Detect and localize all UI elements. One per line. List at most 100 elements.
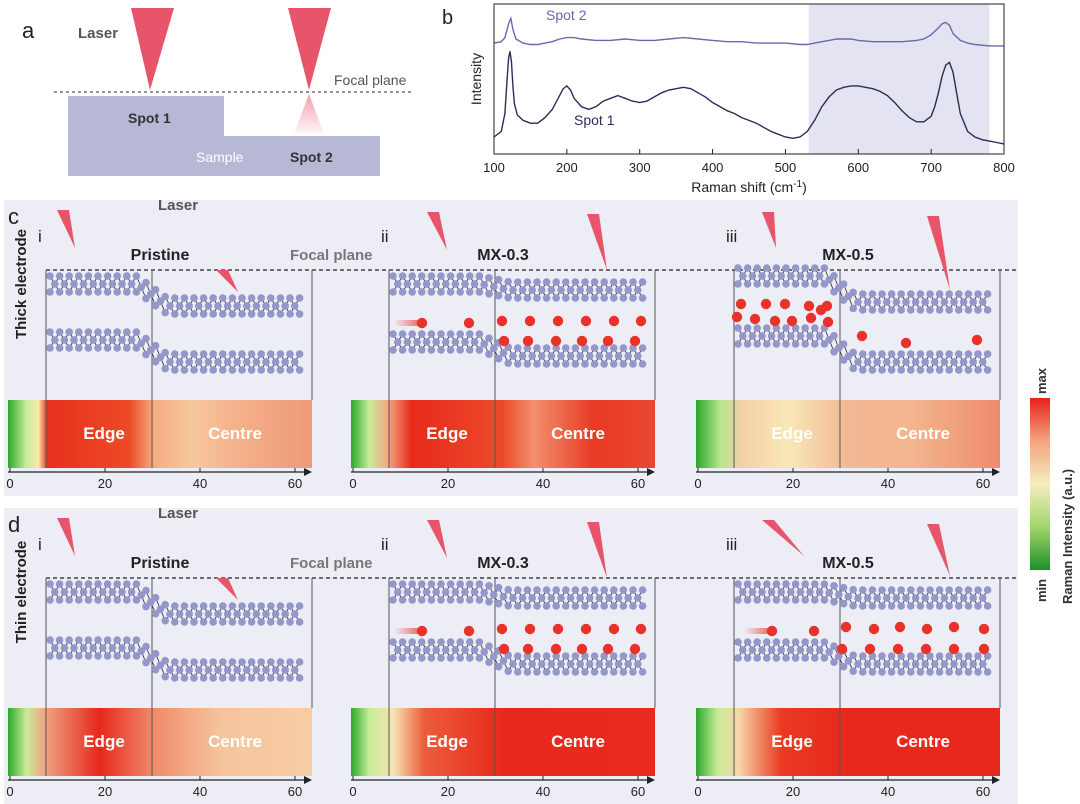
atom (868, 586, 877, 594)
atom (743, 596, 752, 604)
atom (974, 290, 982, 298)
atom (437, 596, 445, 604)
atom (166, 358, 174, 366)
atom (295, 602, 304, 610)
atom (801, 280, 809, 288)
atom (849, 304, 857, 313)
material-layer (734, 324, 992, 374)
atom (209, 366, 217, 374)
atom (46, 636, 54, 644)
atom (753, 324, 761, 332)
ion-sphere (416, 625, 428, 637)
atom (171, 618, 179, 626)
panel-label-d: d (8, 512, 20, 537)
atom (171, 366, 179, 374)
intensity-map (8, 400, 312, 468)
centre-label: Centre (896, 424, 950, 443)
atom (223, 610, 232, 618)
atom (209, 350, 217, 358)
atom (950, 298, 958, 306)
atom (171, 294, 179, 302)
atom (70, 336, 78, 344)
atom (935, 668, 944, 676)
atom (983, 366, 992, 374)
colorbar-max-label: max (1034, 367, 1049, 394)
atom (902, 298, 910, 306)
atom (514, 344, 522, 352)
highlight-region (808, 4, 990, 154)
axis-tick-label: 20 (98, 784, 112, 799)
atom (446, 638, 455, 646)
atom (629, 602, 637, 610)
atom (907, 602, 915, 610)
atom (89, 644, 97, 652)
atom (247, 366, 256, 374)
edge-label: Edge (83, 732, 125, 751)
atom (811, 280, 819, 288)
atom (94, 652, 102, 660)
atom (801, 324, 809, 332)
atom (475, 272, 484, 280)
atom (389, 596, 397, 604)
atom (199, 674, 208, 682)
axis-tick-label: 40 (193, 784, 207, 799)
atom (902, 358, 910, 366)
atom (825, 648, 833, 656)
atom (830, 288, 838, 296)
atom (523, 668, 532, 676)
atom (767, 272, 776, 280)
atom (166, 302, 174, 310)
atom (614, 594, 623, 602)
atom (863, 298, 872, 306)
intensity-map (8, 708, 312, 776)
atom (442, 646, 450, 654)
atom (854, 594, 862, 602)
atom (233, 666, 241, 674)
atom (743, 638, 752, 646)
atom (945, 290, 953, 298)
atom (466, 330, 474, 338)
atom (600, 294, 608, 302)
atom (65, 596, 73, 604)
atom (132, 636, 141, 644)
ion-sphere (822, 316, 834, 328)
atom (389, 346, 397, 354)
atom (634, 352, 642, 360)
atom (46, 344, 54, 352)
atom (55, 580, 64, 588)
material-layer (734, 580, 992, 610)
atom (907, 586, 915, 594)
atom (634, 286, 642, 294)
atom (89, 336, 97, 344)
subpanel-title: Pristine (131, 247, 190, 264)
atom (437, 330, 445, 338)
atom (475, 580, 484, 588)
atom (801, 580, 809, 588)
atom (442, 588, 450, 596)
axis-tick-label: 40 (881, 784, 895, 799)
panel-a: a Laser Focal plane Spot 1 Spot 2 Sample (22, 8, 412, 176)
atom (629, 668, 637, 676)
material-layer (389, 580, 647, 610)
atom (286, 350, 294, 358)
atom (147, 598, 155, 606)
atom (557, 352, 565, 360)
atom (619, 360, 628, 368)
atom (262, 610, 270, 618)
atom (878, 366, 886, 374)
atom (195, 610, 203, 618)
atom (461, 646, 469, 654)
atom (137, 339, 145, 347)
atom (209, 310, 217, 318)
atom (228, 618, 237, 626)
atom (926, 652, 934, 660)
atom (243, 302, 251, 310)
atom (65, 652, 73, 660)
atom (931, 660, 939, 668)
atom (470, 646, 479, 654)
sample-lower-block (224, 136, 380, 176)
material-layer (46, 580, 304, 626)
atom (180, 350, 189, 358)
atom (743, 580, 752, 588)
laser-beam-icon (216, 270, 238, 292)
